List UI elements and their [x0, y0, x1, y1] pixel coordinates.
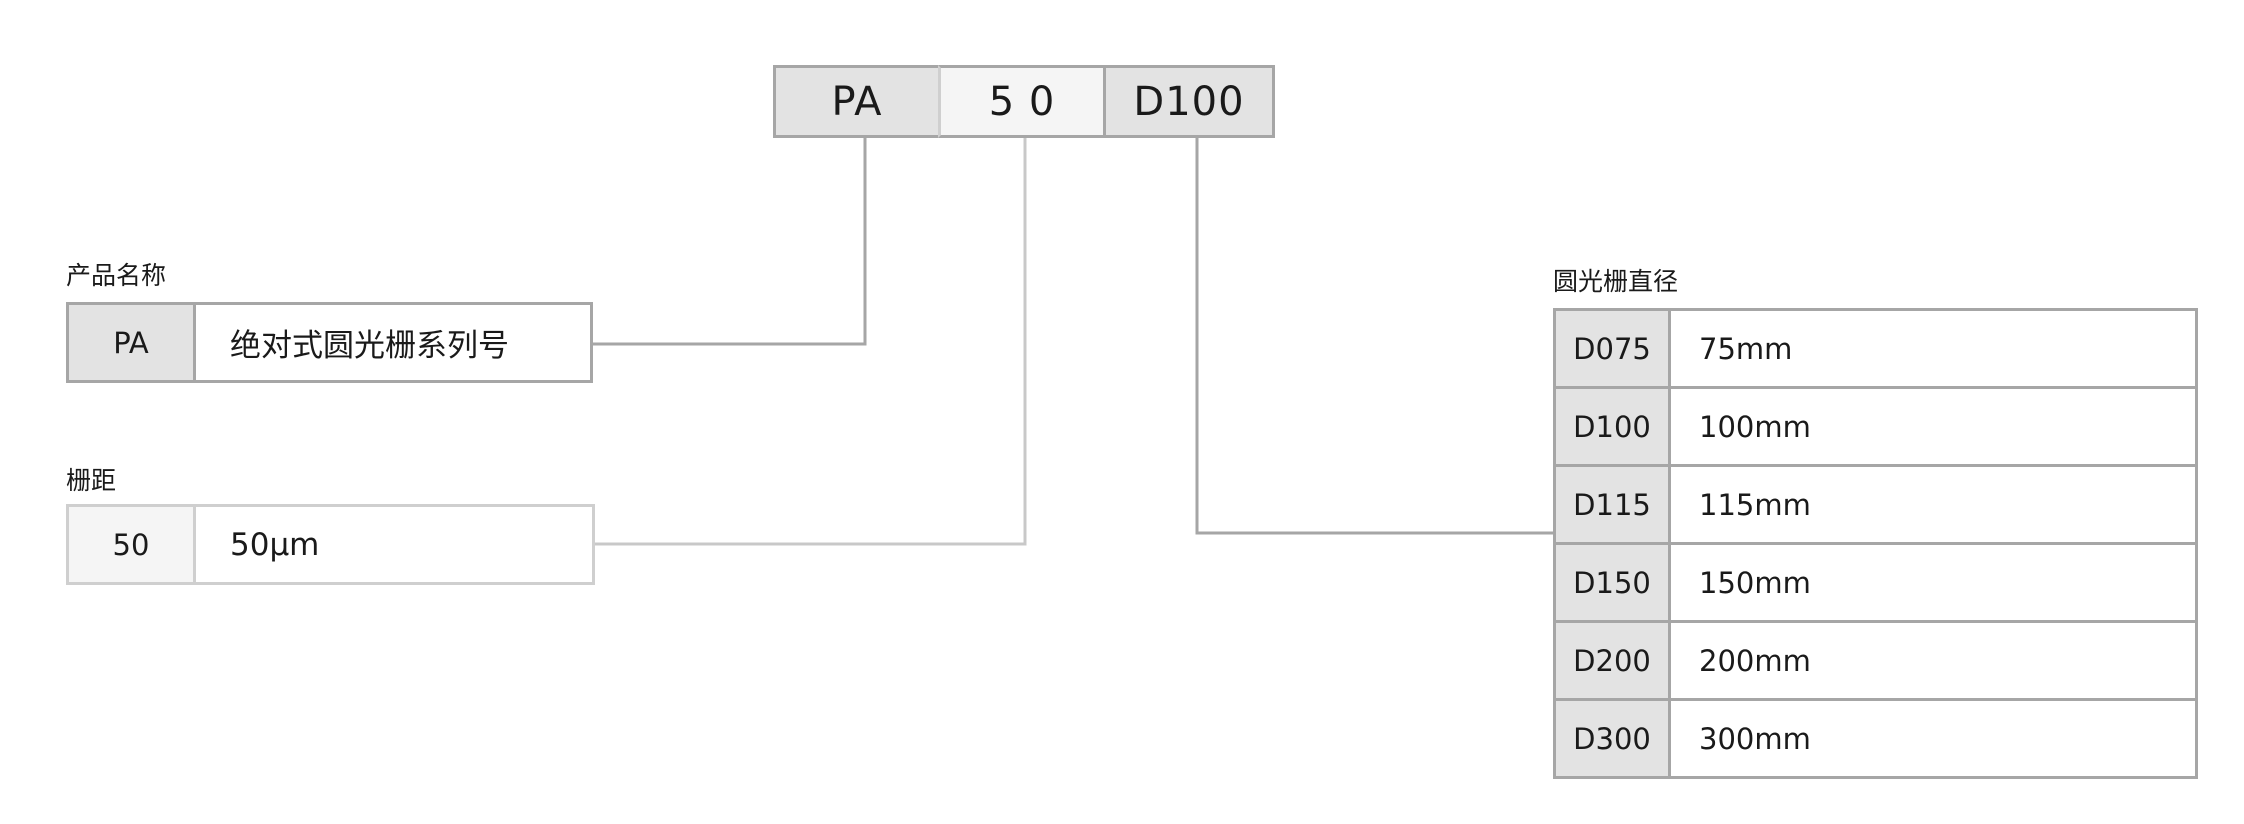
diameter-value-cell: 200mm — [1668, 620, 2198, 701]
connector-product-name — [593, 137, 867, 346]
diameter-code-cell: D115 — [1553, 464, 1671, 545]
header-segment-diameter-text: D100 — [1133, 78, 1245, 125]
product-name-code-cell: PA — [66, 302, 196, 383]
pitch-code-cell: 50 — [66, 504, 196, 585]
pitch-description-cell: 50μm — [193, 504, 595, 585]
table-row: D300 300mm — [1553, 698, 2198, 779]
product-name-label: 产品名称 — [66, 261, 167, 290]
product-name-description-cell: 绝对式圆光栅系列号 — [193, 302, 593, 383]
pitch-code: 50 — [112, 527, 150, 562]
table-row: D115 115mm — [1553, 464, 2198, 545]
diameter-code-cell: D150 — [1553, 542, 1671, 623]
header-segment-product: PA — [773, 65, 941, 138]
diameter-value-cell: 300mm — [1668, 698, 2198, 779]
connector-pitch — [595, 137, 1027, 546]
table-row: D150 150mm — [1553, 542, 2198, 623]
diameter-code-cell: D075 — [1553, 308, 1671, 389]
table-row: D200 200mm — [1553, 620, 2198, 701]
diameter-label: 圆光栅直径 — [1553, 267, 1679, 296]
diameter-value-cell: 115mm — [1668, 464, 2198, 545]
diameter-code-cell: D200 — [1553, 620, 1671, 701]
header-segment-pitch-text: 5 0 — [988, 78, 1056, 125]
diameter-value-cell: 150mm — [1668, 542, 2198, 623]
pitch-label: 栅距 — [66, 466, 117, 495]
header-segment-product-text: PA — [831, 78, 883, 125]
table-row: D075 75mm — [1553, 308, 2198, 389]
product-name-code: PA — [113, 325, 149, 360]
table-row: D100 100mm — [1553, 386, 2198, 467]
pitch-description: 50μm — [230, 526, 320, 563]
header-segment-pitch: 5 0 — [938, 65, 1106, 138]
diameter-code-cell: D100 — [1553, 386, 1671, 467]
connector-diameter — [1195, 137, 1553, 535]
header-segment-diameter: D100 — [1103, 65, 1275, 138]
diameter-value-cell: 100mm — [1668, 386, 2198, 467]
diameter-code-cell: D300 — [1553, 698, 1671, 779]
product-name-description: 绝对式圆光栅系列号 — [230, 328, 509, 364]
diameter-value-cell: 75mm — [1668, 308, 2198, 389]
